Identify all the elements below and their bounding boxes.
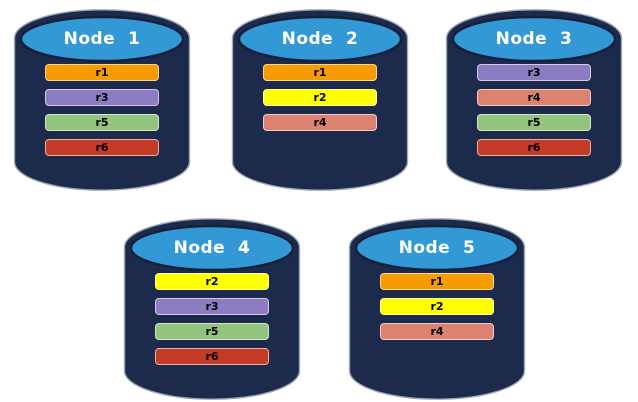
replica-bar-r1: r1 — [380, 273, 494, 290]
replica-list: r3 r4 r5 r6 — [477, 64, 591, 164]
replica-list: r2 r3 r5 r6 — [155, 273, 269, 373]
replica-list: r1 r3 r5 r6 — [45, 64, 159, 164]
replica-label: r3 — [95, 91, 109, 104]
replica-bar-r6: r6 — [155, 348, 269, 365]
replica-label: r6 — [205, 350, 219, 363]
replica-label: r3 — [527, 66, 541, 79]
node-title: Node 1 — [63, 29, 141, 49]
replica-label: r4 — [527, 91, 541, 104]
database-node-2: Node 2 r1 r2 r4 — [231, 8, 409, 192]
database-node-4: Node 4 r2 r3 r5 r6 — [123, 217, 301, 401]
replica-label: r6 — [95, 141, 109, 154]
replica-label: r1 — [430, 275, 444, 288]
database-node-5: Node 5 r1 r2 r4 — [348, 217, 526, 401]
database-node-1: Node 1 r1 r3 r5 r6 — [13, 8, 191, 192]
replica-label: r5 — [95, 116, 109, 129]
replica-bar-r3: r3 — [45, 89, 159, 106]
replica-bar-r2: r2 — [263, 89, 377, 106]
replica-label: r4 — [313, 116, 327, 129]
replica-bar-r3: r3 — [477, 64, 591, 81]
replica-bar-r5: r5 — [477, 114, 591, 131]
node-title: Node 2 — [281, 29, 359, 49]
replica-bar-r6: r6 — [45, 139, 159, 156]
replica-bar-r4: r4 — [477, 89, 591, 106]
database-node-3: Node 3 r3 r4 r5 r6 — [445, 8, 623, 192]
replica-bar-r3: r3 — [155, 298, 269, 315]
replica-label: r2 — [430, 300, 444, 313]
replica-bar-r6: r6 — [477, 139, 591, 156]
node-title: Node 4 — [173, 238, 251, 258]
replica-label: r3 — [205, 300, 219, 313]
replica-bar-r2: r2 — [380, 298, 494, 315]
replica-label: r5 — [205, 325, 219, 338]
replica-bar-r1: r1 — [263, 64, 377, 81]
replica-bar-r4: r4 — [263, 114, 377, 131]
replica-list: r1 r2 r4 — [380, 273, 494, 348]
replica-bar-r2: r2 — [155, 273, 269, 290]
replica-list: r1 r2 r4 — [263, 64, 377, 139]
node-title: Node 3 — [495, 29, 573, 49]
replica-bar-r5: r5 — [155, 323, 269, 340]
replica-label: r1 — [95, 66, 109, 79]
replica-label: r5 — [527, 116, 541, 129]
replica-label: r4 — [430, 325, 444, 338]
replica-label: r2 — [313, 91, 327, 104]
replica-label: r2 — [205, 275, 219, 288]
node-title: Node 5 — [398, 238, 476, 258]
replica-bar-r4: r4 — [380, 323, 494, 340]
replica-label: r1 — [313, 66, 327, 79]
replica-bar-r1: r1 — [45, 64, 159, 81]
replica-label: r6 — [527, 141, 541, 154]
replica-bar-r5: r5 — [45, 114, 159, 131]
